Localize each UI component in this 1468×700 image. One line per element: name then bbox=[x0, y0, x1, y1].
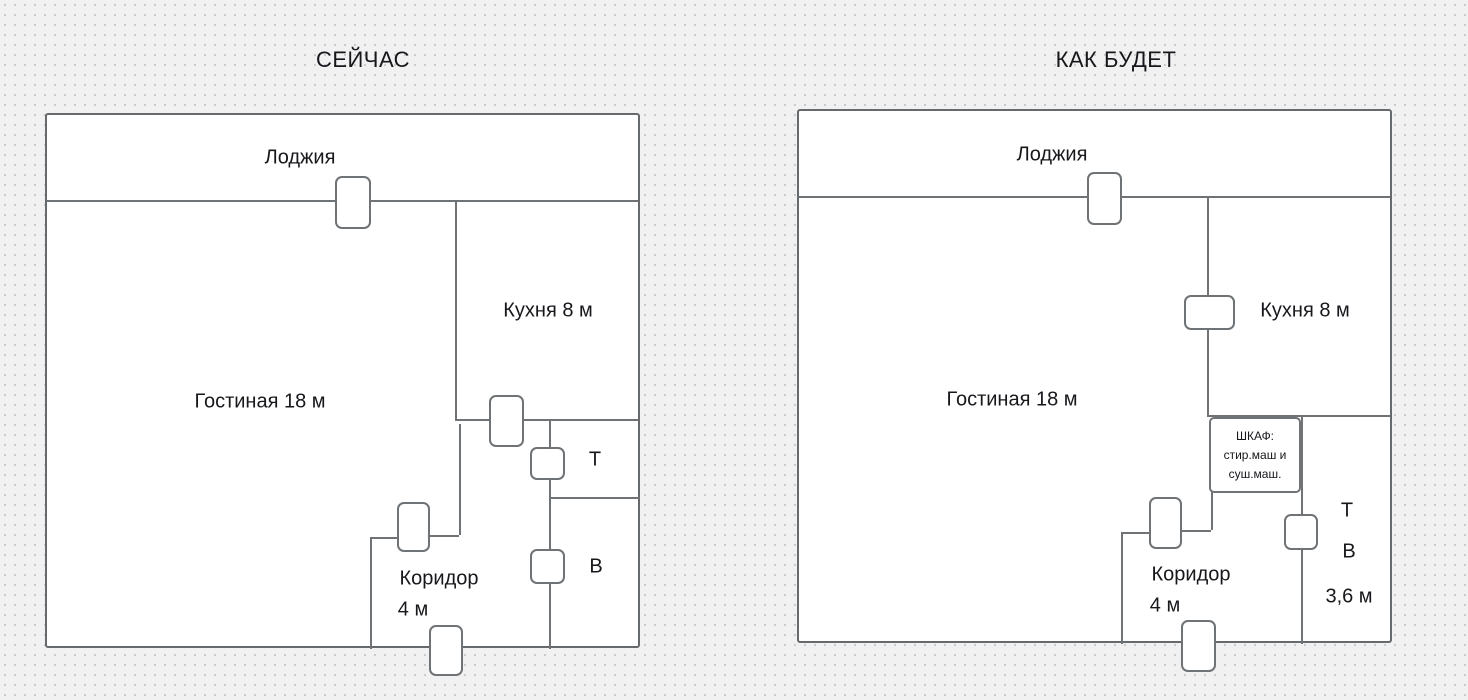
bathroom-door bbox=[530, 549, 565, 584]
living-room-label: Гостиная 18 м bbox=[194, 390, 326, 413]
bathroom-door bbox=[1284, 514, 1318, 550]
closet-label-line3: суш.маш. bbox=[1228, 466, 1282, 481]
plan-title-current: СЕЙЧАС bbox=[315, 47, 411, 72]
toilet-bathroom-divider bbox=[551, 497, 640, 499]
corridor-label: Коридор bbox=[399, 567, 479, 590]
loggia-door bbox=[335, 176, 371, 229]
kitchen-wall-vertical bbox=[455, 201, 457, 420]
floor-plan-current: Лоджия Кухня 8 м Гостиная 18 м Т В Корид… bbox=[45, 113, 640, 676]
loggia-label: Лоджия bbox=[264, 146, 336, 169]
entrance-door bbox=[1181, 620, 1216, 672]
living-room-label: Гостиная 18 м bbox=[946, 388, 1078, 411]
closet-box: ШКАФ: стир.маш и суш.маш. bbox=[1209, 417, 1301, 493]
closet-label-line2: стир.маш и bbox=[1223, 447, 1287, 462]
bathroom-label: В bbox=[1342, 540, 1356, 563]
corridor-wall-top-right bbox=[430, 535, 459, 537]
kitchen-door bbox=[1184, 295, 1235, 330]
bathroom-label: В bbox=[589, 555, 603, 578]
corridor-wall-right bbox=[459, 424, 461, 535]
kitchen-label: Кухня 8 м bbox=[503, 299, 593, 322]
corridor-wall-top-left bbox=[1121, 532, 1149, 534]
closet-label-line1: ШКАФ: bbox=[1235, 428, 1275, 443]
corridor-wall-top-right bbox=[1182, 530, 1211, 532]
kitchen-wall-horizontal bbox=[455, 419, 638, 421]
bathroom-area-label: 3,6 м bbox=[1325, 585, 1373, 608]
kitchen-door bbox=[489, 395, 524, 447]
corridor-area-label: 4 м bbox=[397, 598, 429, 621]
corridor-wall-top-left bbox=[370, 537, 397, 539]
corridor-area-label: 4 м bbox=[1149, 594, 1181, 617]
loggia-label: Лоджия bbox=[1016, 143, 1088, 166]
floor-plan-future: Лоджия Кухня 8 м Гостиная 18 м ШКАФ: сти… bbox=[797, 109, 1392, 672]
corridor-label: Коридор bbox=[1151, 563, 1231, 586]
corridor-wall-right bbox=[1211, 492, 1213, 530]
corridor-door bbox=[1149, 497, 1182, 549]
loggia-door bbox=[1087, 172, 1122, 225]
plan-title-future: КАК БУДЕТ bbox=[1055, 47, 1177, 72]
corridor-door bbox=[397, 502, 430, 552]
bathroom-wall bbox=[549, 419, 551, 649]
corridor-wall-left bbox=[370, 537, 372, 649]
toilet-door bbox=[530, 447, 565, 480]
entrance-door bbox=[429, 625, 463, 676]
toilet-label: Т bbox=[588, 448, 602, 471]
kitchen-label: Кухня 8 м bbox=[1260, 299, 1350, 322]
toilet-label: Т bbox=[1340, 499, 1354, 522]
corridor-wall-left bbox=[1121, 532, 1123, 644]
kitchen-wall-horizontal bbox=[1207, 415, 1390, 417]
